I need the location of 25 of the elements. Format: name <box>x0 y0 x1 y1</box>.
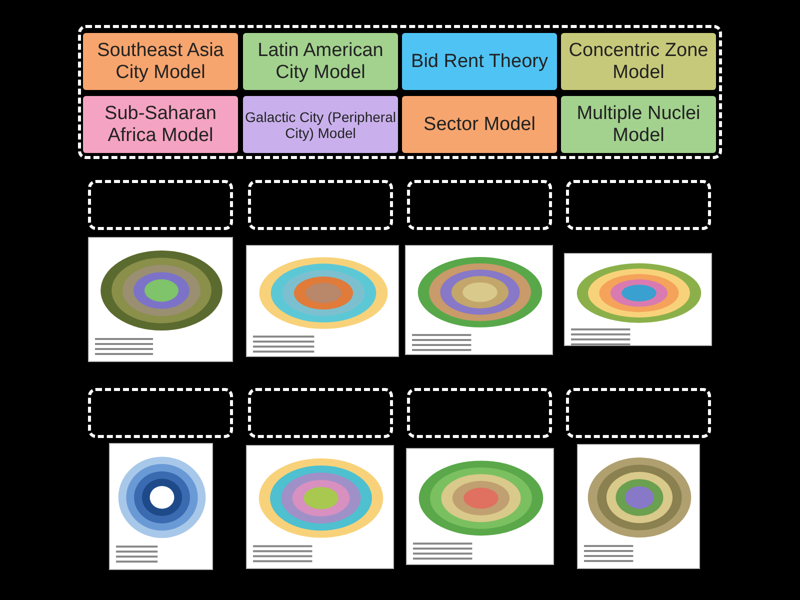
drop-zone <box>248 388 393 438</box>
term-card: Concentric Zone Model <box>561 33 716 90</box>
drop-zone <box>88 180 233 230</box>
drop-zone <box>407 388 552 438</box>
term-card: Sector Model <box>402 96 557 153</box>
term-card: Southeast Asia City Model <box>83 33 238 90</box>
term-card: Galactic City (Peripheral City) Model <box>243 96 398 153</box>
city-model-picture <box>246 445 394 569</box>
city-model-picture <box>577 444 700 569</box>
drop-zone <box>88 388 233 438</box>
city-model-picture <box>88 237 233 362</box>
city-model-picture <box>246 245 399 357</box>
term-card: Multiple Nuclei Model <box>561 96 716 153</box>
term-card: Latin American City Model <box>243 33 398 90</box>
term-card: Bid Rent Theory <box>402 33 557 90</box>
drop-zone <box>407 180 552 230</box>
city-model-picture <box>406 448 554 565</box>
city-model-picture <box>405 245 553 355</box>
city-model-picture <box>109 443 213 570</box>
card-tray <box>78 25 722 159</box>
city-model-picture <box>564 253 712 346</box>
drop-zone <box>248 180 393 230</box>
drop-zone <box>566 180 711 230</box>
drop-zone <box>566 388 711 438</box>
term-card: Sub-Saharan Africa Model <box>83 96 238 153</box>
